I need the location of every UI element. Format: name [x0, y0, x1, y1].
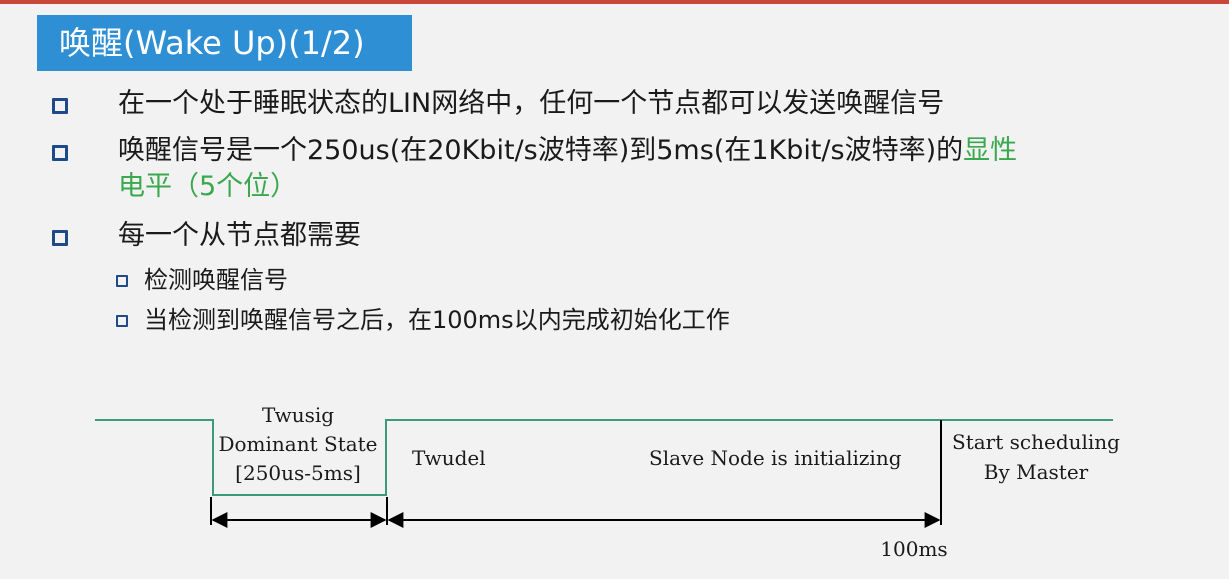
- slave-init-label: Slave Node is initializing: [649, 446, 902, 470]
- sub-bullet-2: 当检测到唤醒信号之后，在100ms以内完成初始化工作: [116, 303, 730, 337]
- square-bullet-icon: [116, 275, 128, 287]
- bullet-1: 在一个处于睡眠状态的LIN网络中，任何一个节点都可以发送唤醒信号: [52, 86, 944, 122]
- signal-waveform: [95, 419, 1113, 496]
- dominant-state-label: Dominant State: [218, 432, 377, 456]
- sub-bullet-1-text: 检测唤醒信号: [144, 266, 288, 294]
- square-bullet-icon: [52, 230, 68, 246]
- time-100ms-label: 100ms: [880, 537, 947, 561]
- twudel-label: Twudel: [412, 446, 486, 470]
- top-accent-line: [0, 0, 1229, 4]
- bullet-2-highlight-2: 电平（5个位）: [118, 171, 298, 202]
- bullet-3: 每一个从节点都需要: [52, 218, 361, 254]
- bullet-2-highlight-1: 显性: [963, 135, 1018, 166]
- sub-bullet-2-text: 当检测到唤醒信号之后，在100ms以内完成初始化工作: [144, 306, 730, 334]
- twusig-label: Twusig: [262, 403, 334, 427]
- square-bullet-icon: [116, 315, 128, 327]
- by-master-label: By Master: [984, 460, 1089, 484]
- bullet-3-text: 每一个从节点都需要: [118, 220, 361, 251]
- slide-title: 唤醒(Wake Up)(1/2): [37, 15, 412, 71]
- square-bullet-icon: [52, 98, 68, 114]
- bullet-1-text: 在一个处于睡眠状态的LIN网络中，任何一个节点都可以发送唤醒信号: [118, 88, 945, 119]
- bullet-2-text: 唤醒信号是一个250us(在20Kbit/s波特率)到5ms(在1Kbit/s波…: [118, 133, 1178, 205]
- start-scheduling-label: Start scheduling: [952, 430, 1120, 454]
- range-label: [250us-5ms]: [235, 461, 361, 485]
- square-bullet-icon: [52, 145, 68, 161]
- bullet-2: 唤醒信号是一个250us(在20Kbit/s波特率)到5ms(在1Kbit/s波…: [52, 133, 1178, 205]
- bullet-2-main: 唤醒信号是一个250us(在20Kbit/s波特率)到5ms(在1Kbit/s波…: [118, 135, 964, 166]
- sub-bullet-1: 检测唤醒信号: [116, 263, 288, 297]
